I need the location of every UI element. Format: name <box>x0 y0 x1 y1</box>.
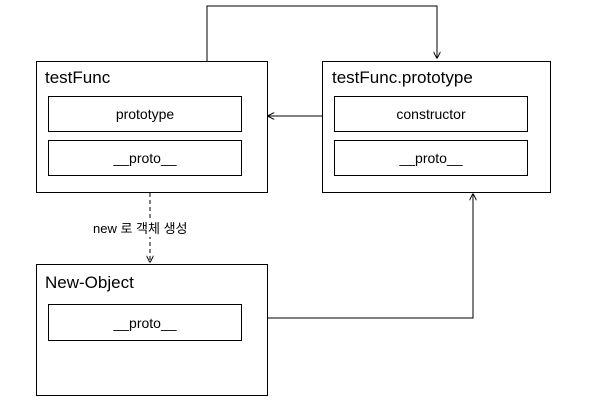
testfunc-prototype-proto-slot: __proto__ <box>334 140 528 176</box>
proto-link-arrow <box>240 194 473 319</box>
constructor-slot: constructor <box>334 96 528 132</box>
new-object-proto-slot: __proto__ <box>48 304 242 341</box>
new-object-creation-label: new 로 객체 생성 <box>93 218 188 237</box>
testfunc-box: testFunc prototype __proto__ <box>36 61 268 193</box>
testfunc-prototype-box: testFunc.prototype constructor __proto__ <box>322 61 551 193</box>
new-object-title: New-Object <box>45 273 134 292</box>
prototype-link-arrow <box>206 5 437 96</box>
testfunc-proto-slot: __proto__ <box>48 140 242 176</box>
testfunc-prototype-slot: prototype <box>48 96 242 132</box>
new-object-box: New-Object __proto__ <box>36 264 268 396</box>
testfunc-title: testFunc <box>45 68 111 87</box>
testfunc-prototype-title: testFunc.prototype <box>332 68 473 87</box>
